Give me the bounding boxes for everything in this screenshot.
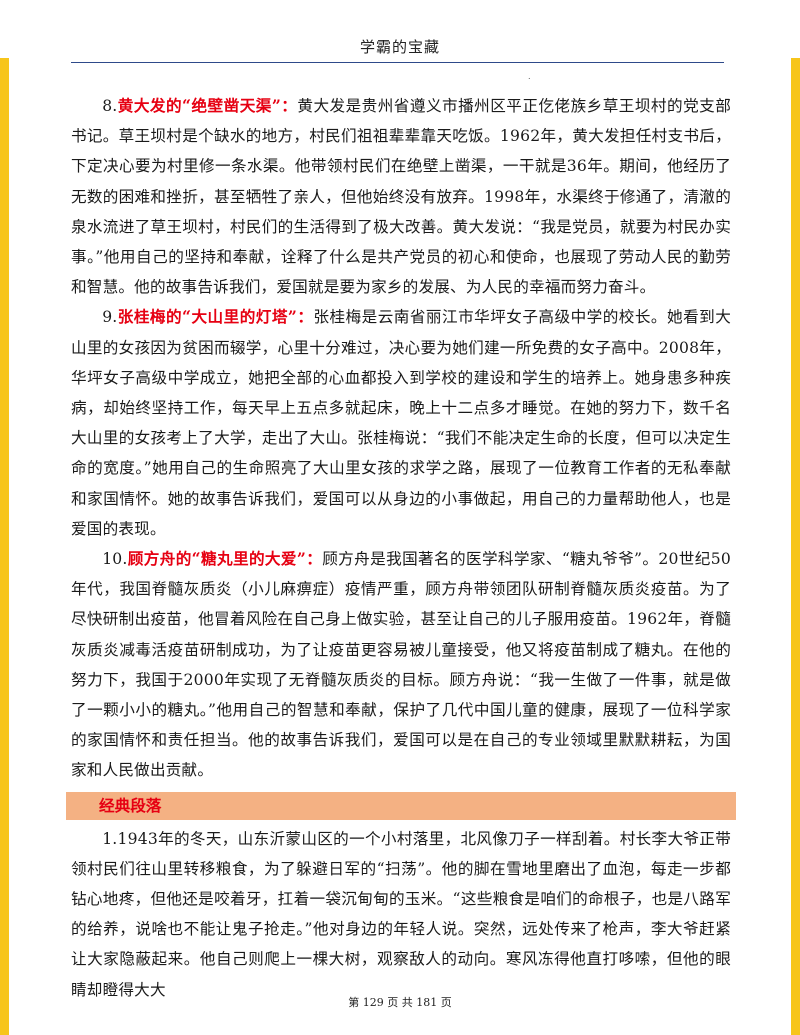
left-accent-bar bbox=[0, 58, 9, 1035]
page-footer: 第 129 页 共 181 页 bbox=[348, 996, 452, 1009]
item-body: 黄大发是贵州省遵义市播州区平正仡佬族乡草王坝村的党支部书记。草王坝村是个缺水的地… bbox=[71, 97, 732, 297]
section-heading-classic: 经典段落 bbox=[66, 791, 736, 820]
item-number: 9. bbox=[102, 308, 118, 327]
item-colon: ： bbox=[297, 307, 314, 327]
page-content: 8.黄大发的“绝壁凿天渠”：黄大发是贵州省遵义市播州区平正仡佬族乡草王坝村的党支… bbox=[66, 91, 736, 1005]
item-title: 黄大发的“绝壁凿天渠” bbox=[117, 96, 282, 115]
item-body: 顾方舟是我国著名的医学科学家、“糖丸爷爷”。20世纪50年代，我国脊髓灰质炎（小… bbox=[71, 550, 732, 780]
page-header-title: 学霸的宝藏 bbox=[359, 38, 440, 56]
classic-paragraph-1: 1.1943年的冬天，山东沂蒙山区的一个小村落里，北风像刀子一样刮着。村长李大爷… bbox=[71, 829, 731, 999]
item-number: 8. bbox=[102, 97, 118, 115]
item-colon: ： bbox=[281, 96, 298, 115]
item-title: 顾方舟的“糖丸里的大爱” bbox=[127, 549, 307, 569]
right-accent-bar bbox=[791, 58, 800, 1035]
item-colon: ： bbox=[306, 549, 323, 569]
story-item-8: 8.黄大发的“绝壁凿天渠”：黄大发是贵州省遵义市播州区平正仡佬族乡草王坝村的党支… bbox=[71, 91, 731, 302]
header-dot: . bbox=[528, 72, 531, 81]
story-item-10: 10.顾方舟的“糖丸里的大爱”：顾方舟是我国著名的医学科学家、“糖丸爷爷”。20… bbox=[71, 544, 731, 786]
item-title: 张桂梅的“大山里的灯塔” bbox=[117, 307, 298, 327]
item-number: 10. bbox=[102, 550, 128, 569]
item-body: 张桂梅是云南省丽江市华坪女子高级中学的校长。她看到大山里的女孩因为贫困而辍学，心… bbox=[71, 308, 732, 538]
story-item-9: 9.张桂梅的“大山里的灯塔”：张桂梅是云南省丽江市华坪女子高级中学的校长。她看到… bbox=[71, 302, 731, 544]
header-divider bbox=[71, 62, 724, 63]
